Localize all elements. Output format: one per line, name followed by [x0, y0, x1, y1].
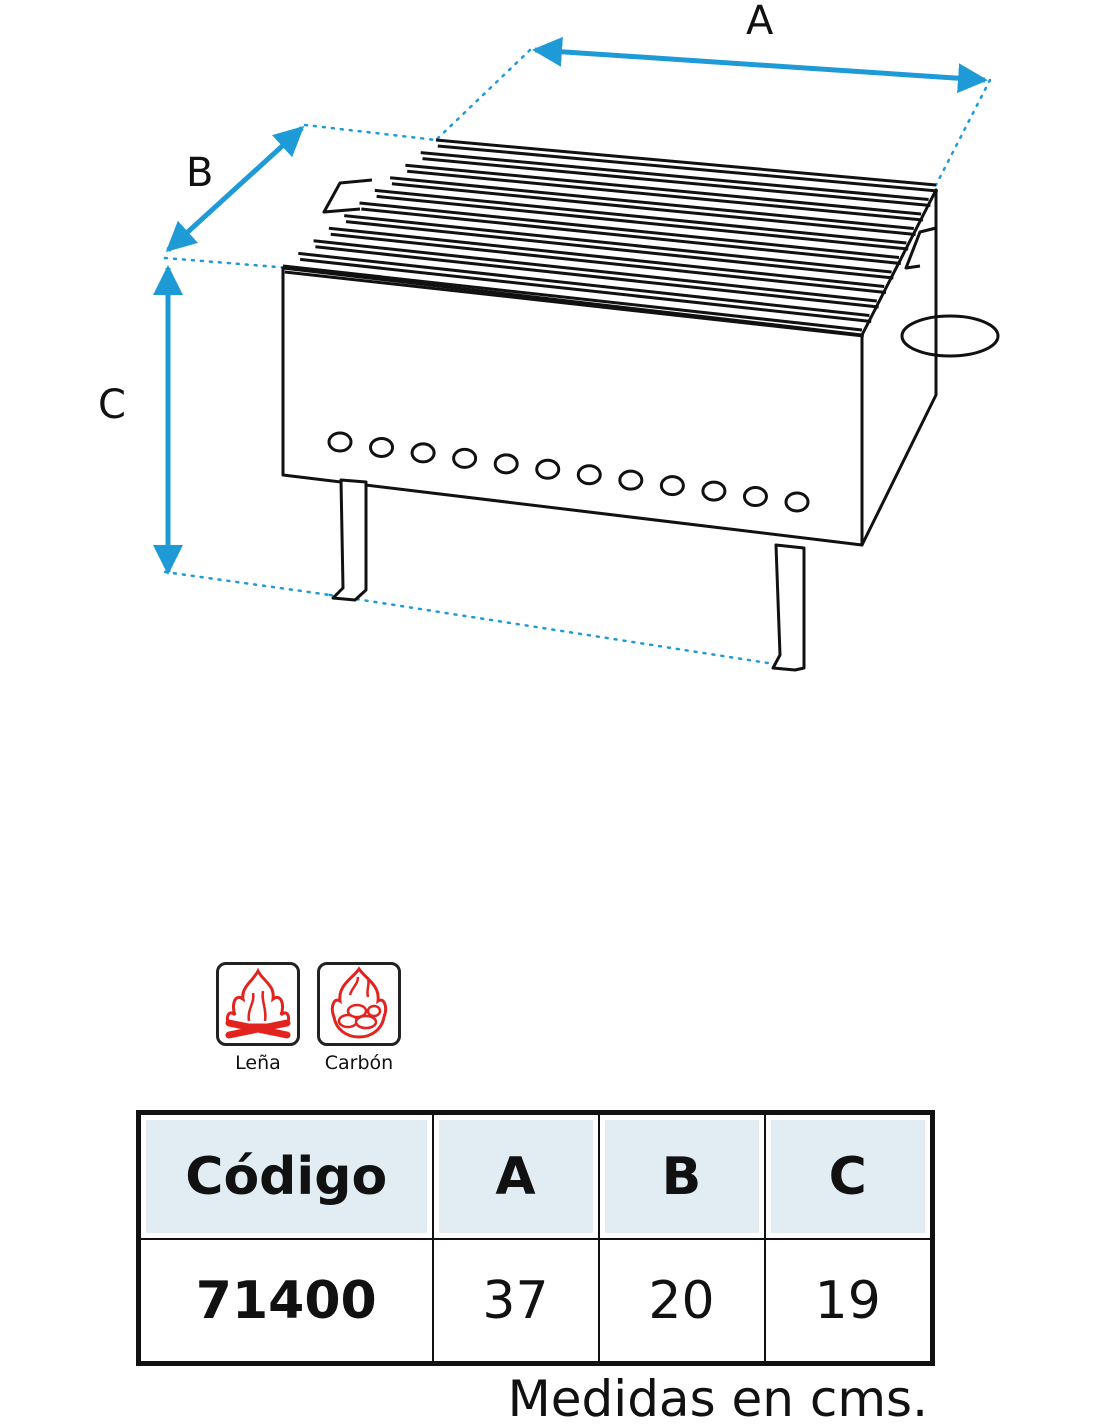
dimension-a-label: A [746, 0, 774, 44]
air-hole [701, 480, 727, 502]
air-hole [493, 453, 519, 475]
dimension-b-arrow [165, 125, 305, 253]
air-hole [535, 458, 561, 480]
grate-bar [315, 245, 879, 309]
fuel-charcoal: Carbón [314, 962, 404, 1074]
air-hole [618, 469, 644, 491]
grill-grate [282, 138, 938, 338]
grate-bar [374, 188, 907, 245]
grate-bar [282, 264, 863, 332]
charcoal-flame-icon [317, 962, 401, 1046]
air-hole [452, 447, 478, 469]
firewood-flame-icon [216, 962, 300, 1046]
grate-bar [391, 182, 916, 236]
grate-bar [344, 214, 892, 274]
grate-bar [437, 144, 938, 193]
air-hole [659, 475, 685, 497]
cell-c: 19 [763, 1238, 934, 1365]
grate-bar [361, 207, 901, 265]
header-b: B [597, 1111, 766, 1240]
grate-bar [298, 251, 870, 317]
grate-bar [330, 232, 887, 294]
grate-bar [328, 226, 885, 288]
air-hole [410, 442, 436, 464]
grate-bar [389, 176, 914, 230]
cell-a: 37 [431, 1238, 600, 1365]
grill-legs [331, 478, 806, 672]
grate-bar [405, 163, 922, 216]
grill-body [281, 178, 1000, 547]
cell-code: 71400 [137, 1238, 434, 1365]
dimension-c-label: C [98, 382, 126, 428]
grate-bar [359, 201, 900, 259]
table-row: 71400 37 20 19 [137, 1238, 934, 1365]
grill-diagram: A B C [98, 0, 1000, 672]
air-hole [742, 486, 768, 508]
header-code: Código [137, 1111, 434, 1240]
dimensions-table: Código A B C 71400 37 20 19 [136, 1110, 935, 1366]
grate-bar [284, 270, 864, 338]
header-c: C [763, 1111, 934, 1240]
air-hole [327, 431, 353, 453]
fuel-charcoal-label: Carbón [324, 1052, 394, 1074]
air-holes [327, 431, 810, 513]
guide-lines [163, 48, 992, 670]
dimension-b-label: B [186, 150, 213, 196]
air-hole [784, 491, 810, 513]
cell-b: 20 [597, 1238, 766, 1365]
grate-bar [435, 138, 937, 187]
table-header-row: Código A B C [137, 1111, 934, 1240]
grate-bar [407, 169, 924, 222]
header-a: A [431, 1111, 600, 1240]
grate-bar [376, 194, 909, 251]
air-hole [576, 464, 602, 486]
units-note: Medidas en cms. [507, 1370, 928, 1428]
fuel-firewood-label: Leña [235, 1052, 281, 1074]
grate-bar [345, 220, 894, 280]
grate-bar [422, 157, 931, 207]
grate-bar [299, 257, 872, 323]
dimension-arrows [153, 36, 988, 575]
fuel-firewood: Leña [213, 962, 303, 1074]
grate-bar [313, 239, 877, 303]
air-hole [369, 436, 395, 458]
dimension-a-arrow [532, 36, 988, 94]
grate-bar [420, 151, 929, 201]
